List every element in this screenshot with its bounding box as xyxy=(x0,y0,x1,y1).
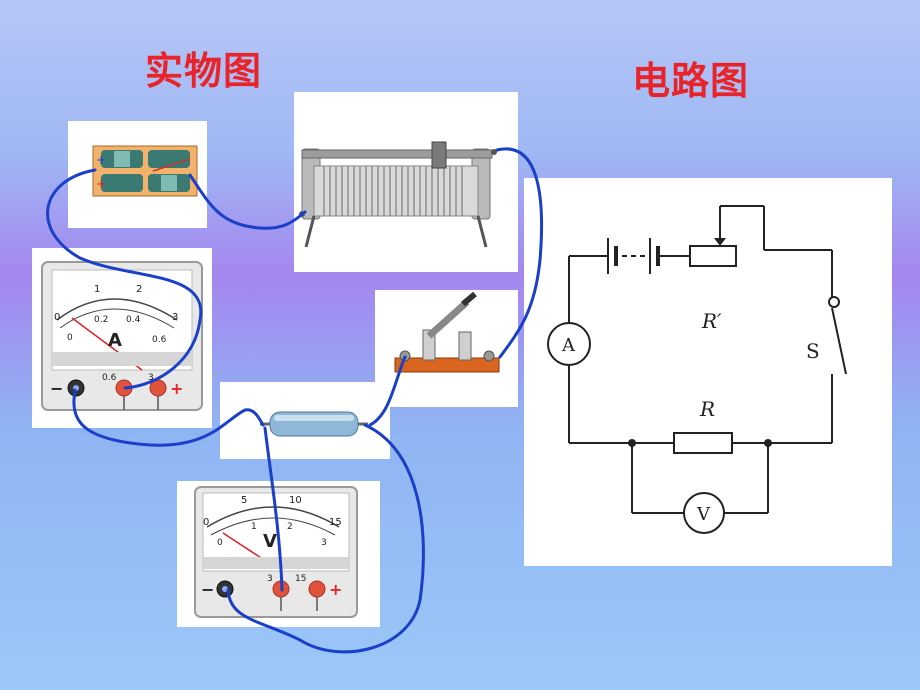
ammeter-scale-bottom-1: 0.2 xyxy=(94,315,108,325)
wire-battery-to-rheostat xyxy=(188,173,307,230)
battery-pack: + + xyxy=(68,121,207,228)
ammeter: 0 1 2 3 0 0.2 0.4 0.6 A − 0.6 3 + xyxy=(32,248,212,428)
ammeter-terminal-plus: + xyxy=(170,379,183,398)
voltmeter-scale-top-2: 10 xyxy=(289,495,302,506)
voltmeter-terminal-15: 15 xyxy=(295,574,306,584)
resistor-image xyxy=(260,411,368,437)
ammeter-scale-bottom-2: 0.4 xyxy=(126,315,141,325)
voltmeter-scale-bottom-0: 0 xyxy=(217,538,223,548)
voltmeter-terminal-plus: + xyxy=(329,580,342,599)
voltmeter: 0 5 10 15 0 1 2 3 V − 3 15 + xyxy=(177,481,380,627)
schematic-voltmeter-symbol: V xyxy=(696,504,711,525)
ammeter-scale-top-3: 3 xyxy=(172,312,178,323)
ammeter-scale-bottom-3: 0.6 xyxy=(152,335,167,345)
battery-pack-image: + + xyxy=(92,145,198,197)
voltmeter-letter: V xyxy=(263,531,277,552)
circuit-schematic-image: A V R′ R S xyxy=(547,205,847,534)
voltmeter-scale-top-3: 15 xyxy=(329,517,342,528)
rheostat-image xyxy=(299,141,497,248)
resistor xyxy=(220,382,390,459)
rheostat xyxy=(294,92,518,272)
circuit-schematic: A V R′ R S xyxy=(524,178,892,566)
voltmeter-scale-bottom-3: 3 xyxy=(321,538,327,548)
circuit-diagram-title: 电路图 xyxy=(632,59,750,103)
schematic-rheostat-label: R′ xyxy=(701,309,722,333)
voltmeter-terminal-minus: − xyxy=(201,580,214,599)
voltmeter-image: 0 5 10 15 0 1 2 3 V − 3 15 + xyxy=(194,486,358,618)
voltmeter-scale-bottom-2: 2 xyxy=(287,522,293,532)
schematic-switch-label: S xyxy=(806,339,820,363)
voltmeter-scale-top-1: 5 xyxy=(241,495,247,506)
voltmeter-terminal-3: 3 xyxy=(267,574,273,584)
schematic-resistor-label: R xyxy=(699,397,715,421)
ammeter-scale-top-0: 0 xyxy=(54,312,60,323)
ammeter-scale-top-2: 2 xyxy=(136,284,142,295)
knife-switch-image xyxy=(394,291,500,373)
knife-switch xyxy=(375,290,518,407)
svg-text:+: + xyxy=(96,153,106,167)
voltmeter-scale-bottom-1: 1 xyxy=(251,522,257,532)
ammeter-letter: A xyxy=(108,330,122,351)
physical-diagram-title: 实物图 xyxy=(145,49,263,93)
ammeter-image: 0 1 2 3 0 0.2 0.4 0.6 A − 0.6 3 + xyxy=(41,261,203,411)
ammeter-terminal-06: 0.6 xyxy=(102,373,117,383)
svg-text:+: + xyxy=(96,177,106,191)
ammeter-scale-bottom-0: 0 xyxy=(67,333,73,343)
ammeter-scale-top-1: 1 xyxy=(94,284,100,295)
schematic-ammeter-symbol: A xyxy=(561,335,576,356)
voltmeter-scale-top-0: 0 xyxy=(203,517,209,528)
ammeter-terminal-minus: − xyxy=(50,379,63,398)
